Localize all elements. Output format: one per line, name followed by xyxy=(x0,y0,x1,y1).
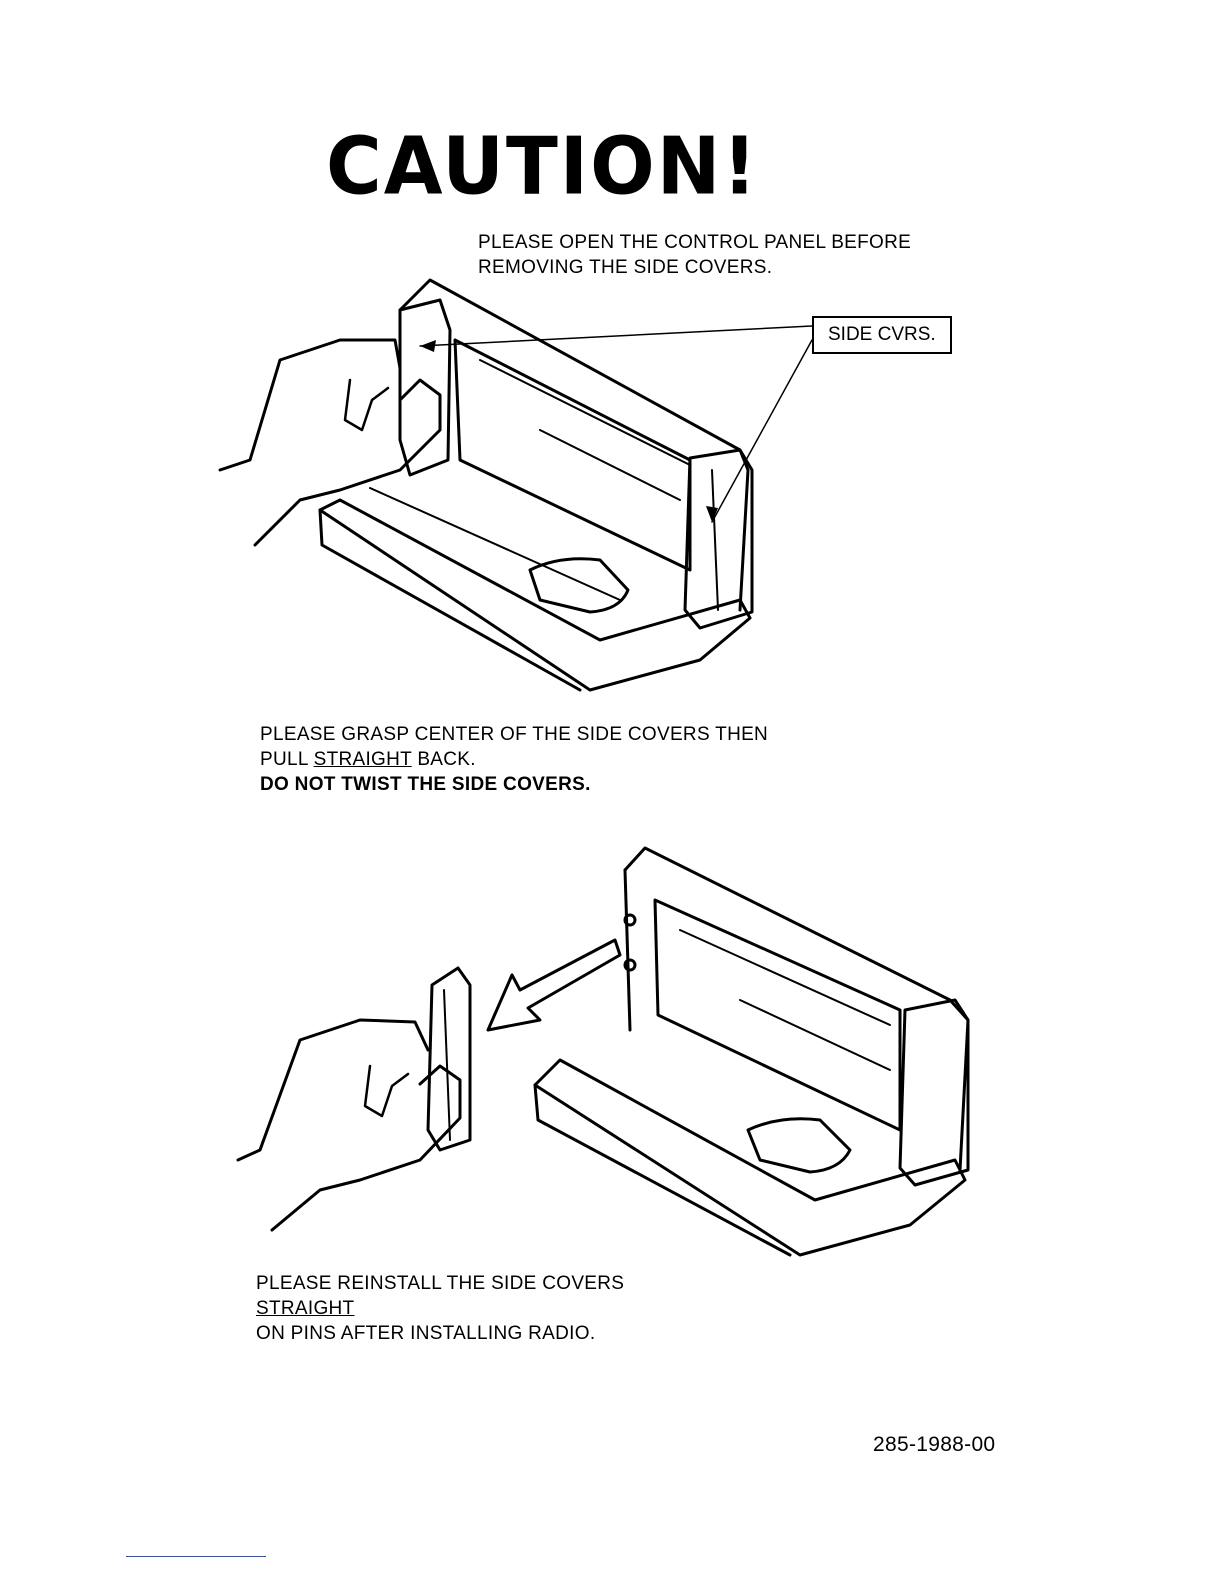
step2-instruction: PLEASE GRASP CENTER OF THE SIDE COVERS T… xyxy=(260,722,768,797)
step2-line1: PLEASE GRASP CENTER OF THE SIDE COVERS T… xyxy=(260,722,768,747)
step3-line2: STRAIGHT xyxy=(256,1296,624,1321)
step2-line2-post: BACK. xyxy=(412,749,476,770)
step2-line2-underlined: STRAIGHT xyxy=(314,749,412,770)
footer-rule xyxy=(126,1556,266,1557)
step2-warning: DO NOT TWIST THE SIDE COVERS. xyxy=(260,772,768,797)
step2-line2: PULL STRAIGHT BACK. xyxy=(260,747,768,772)
step3-line1: PLEASE REINSTALL THE SIDE COVERS xyxy=(256,1271,624,1296)
part-number: 285-1988-00 xyxy=(873,1432,995,1457)
step1-line1: PLEASE OPEN THE CONTROL PANEL BEFORE xyxy=(478,230,911,255)
step3-line3: ON PINS AFTER INSTALLING RADIO. xyxy=(256,1321,624,1346)
side-covers-callout: SIDE CVRS. xyxy=(812,316,952,354)
step1-line2: REMOVING THE SIDE COVERS. xyxy=(478,255,911,280)
step2-line2-pre: PULL xyxy=(260,749,314,770)
step3-instruction: PLEASE REINSTALL THE SIDE COVERS STRAIGH… xyxy=(256,1271,624,1346)
caution-heading: CAUTION! xyxy=(326,126,759,206)
step1-instruction: PLEASE OPEN THE CONTROL PANEL BEFORE REM… xyxy=(478,230,911,280)
